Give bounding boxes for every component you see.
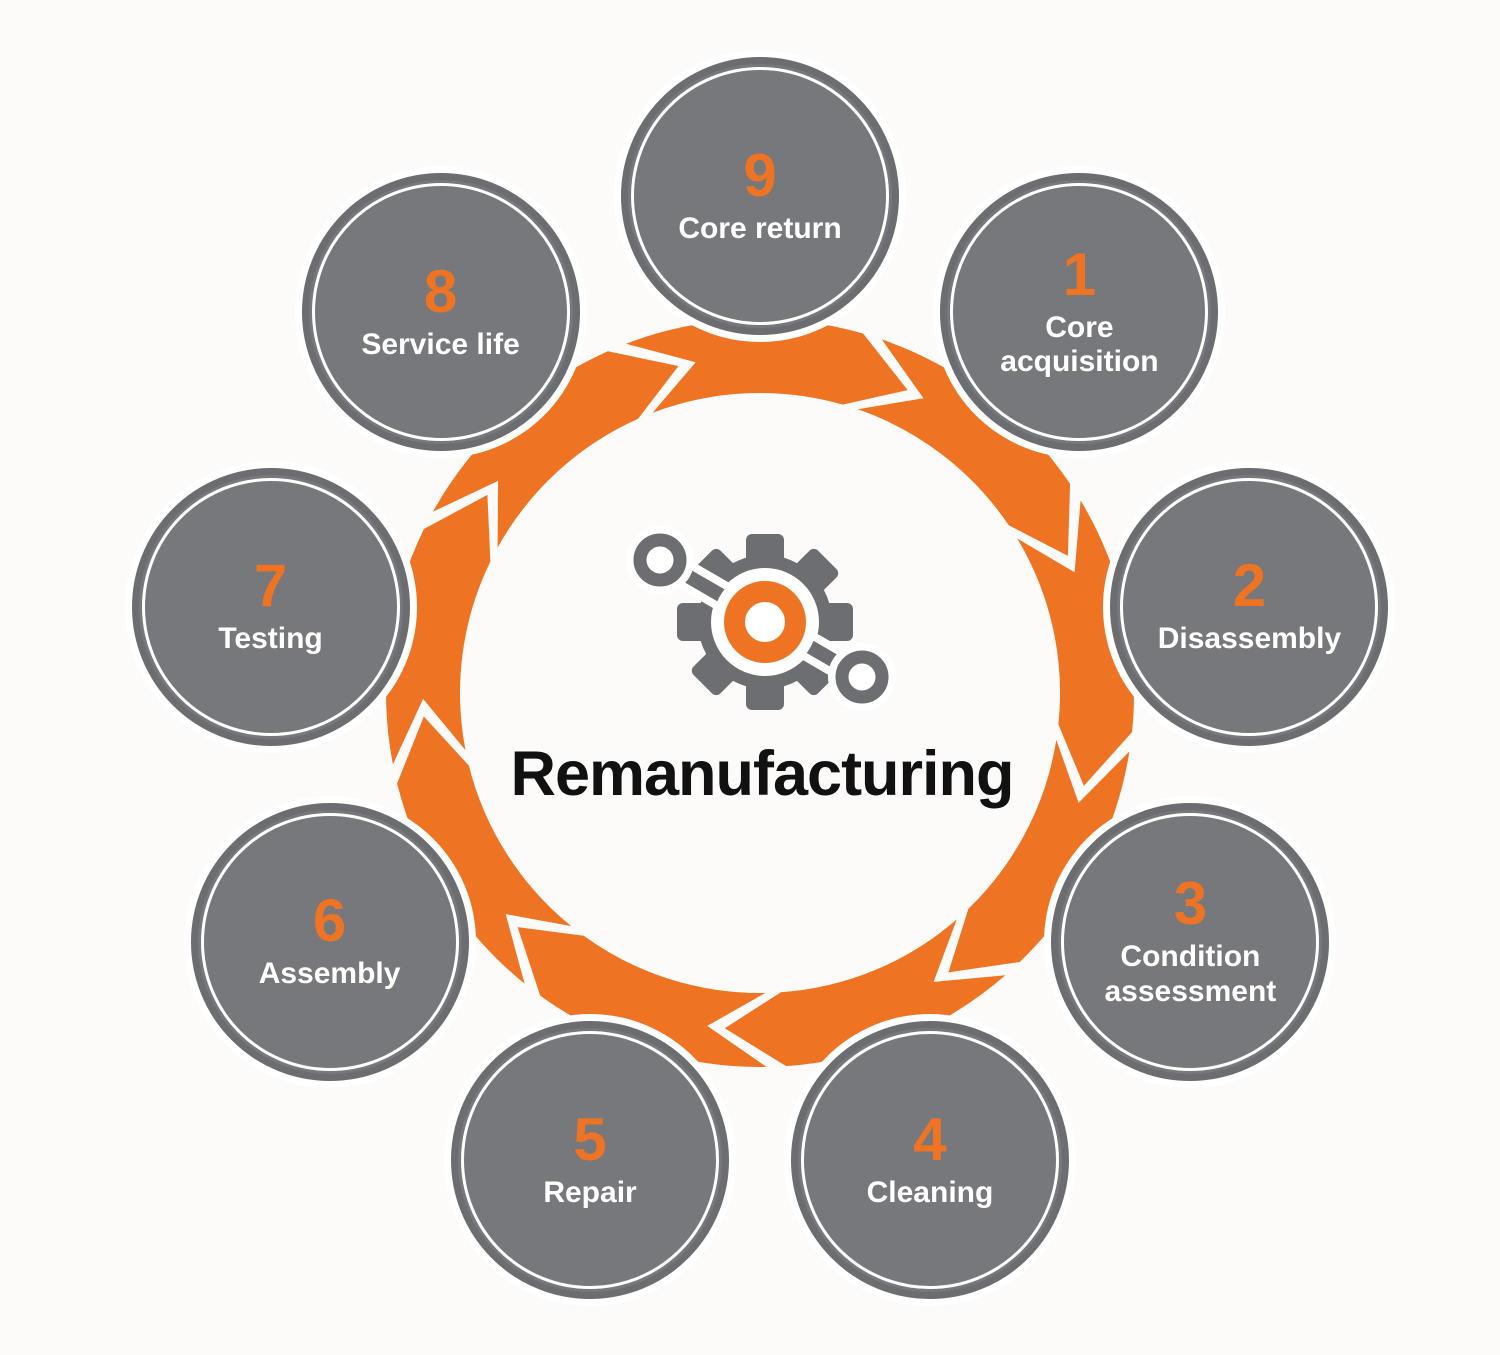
cycle-arrow-segment-8 bbox=[432, 351, 679, 548]
step-number: 8 bbox=[423, 258, 458, 326]
step-number: 4 bbox=[913, 1105, 947, 1173]
step-label: Core acquisition bbox=[1000, 310, 1159, 379]
step-number: 2 bbox=[1232, 552, 1267, 620]
step-number: 5 bbox=[573, 1105, 607, 1173]
step-label: Repair bbox=[543, 1175, 637, 1209]
cycle-arrow-segment-3 bbox=[948, 739, 1130, 973]
step-number: 3 bbox=[1173, 870, 1208, 937]
step-number: 7 bbox=[253, 552, 288, 620]
step-label: Service life bbox=[361, 328, 520, 362]
cycle-arrow-ring bbox=[386, 318, 1135, 1067]
step-number: 1 bbox=[1062, 240, 1097, 308]
gear-hub-donut bbox=[724, 581, 806, 663]
step-number: 6 bbox=[312, 887, 347, 955]
cycle-arrow-segment-1 bbox=[857, 339, 1071, 556]
step-label: Cleaning bbox=[866, 1175, 994, 1209]
cycle-arrow-segment-6 bbox=[397, 716, 572, 984]
step-number: 9 bbox=[743, 141, 777, 209]
step-label: Condition assessment bbox=[1104, 940, 1277, 1008]
cycle-arrow-segment-9 bbox=[626, 318, 908, 413]
step-label: Testing bbox=[218, 622, 323, 656]
step-label: Core return bbox=[678, 211, 842, 245]
cycle-arrow-segment-2 bbox=[1017, 500, 1135, 786]
step-label: Assembly bbox=[258, 957, 401, 991]
diagram-title: Remanufacturing bbox=[510, 739, 1014, 809]
cycle-arrow-segment-5 bbox=[517, 927, 767, 1067]
connector-node-bottom-right bbox=[835, 650, 889, 704]
cycle-arrow-segment-4 bbox=[724, 919, 1006, 1067]
connector-node-top-left bbox=[633, 533, 687, 587]
gear-network-icon bbox=[626, 526, 896, 711]
step-label: Disassembly bbox=[1157, 622, 1342, 656]
cycle-arrow-segment-7 bbox=[386, 494, 491, 765]
